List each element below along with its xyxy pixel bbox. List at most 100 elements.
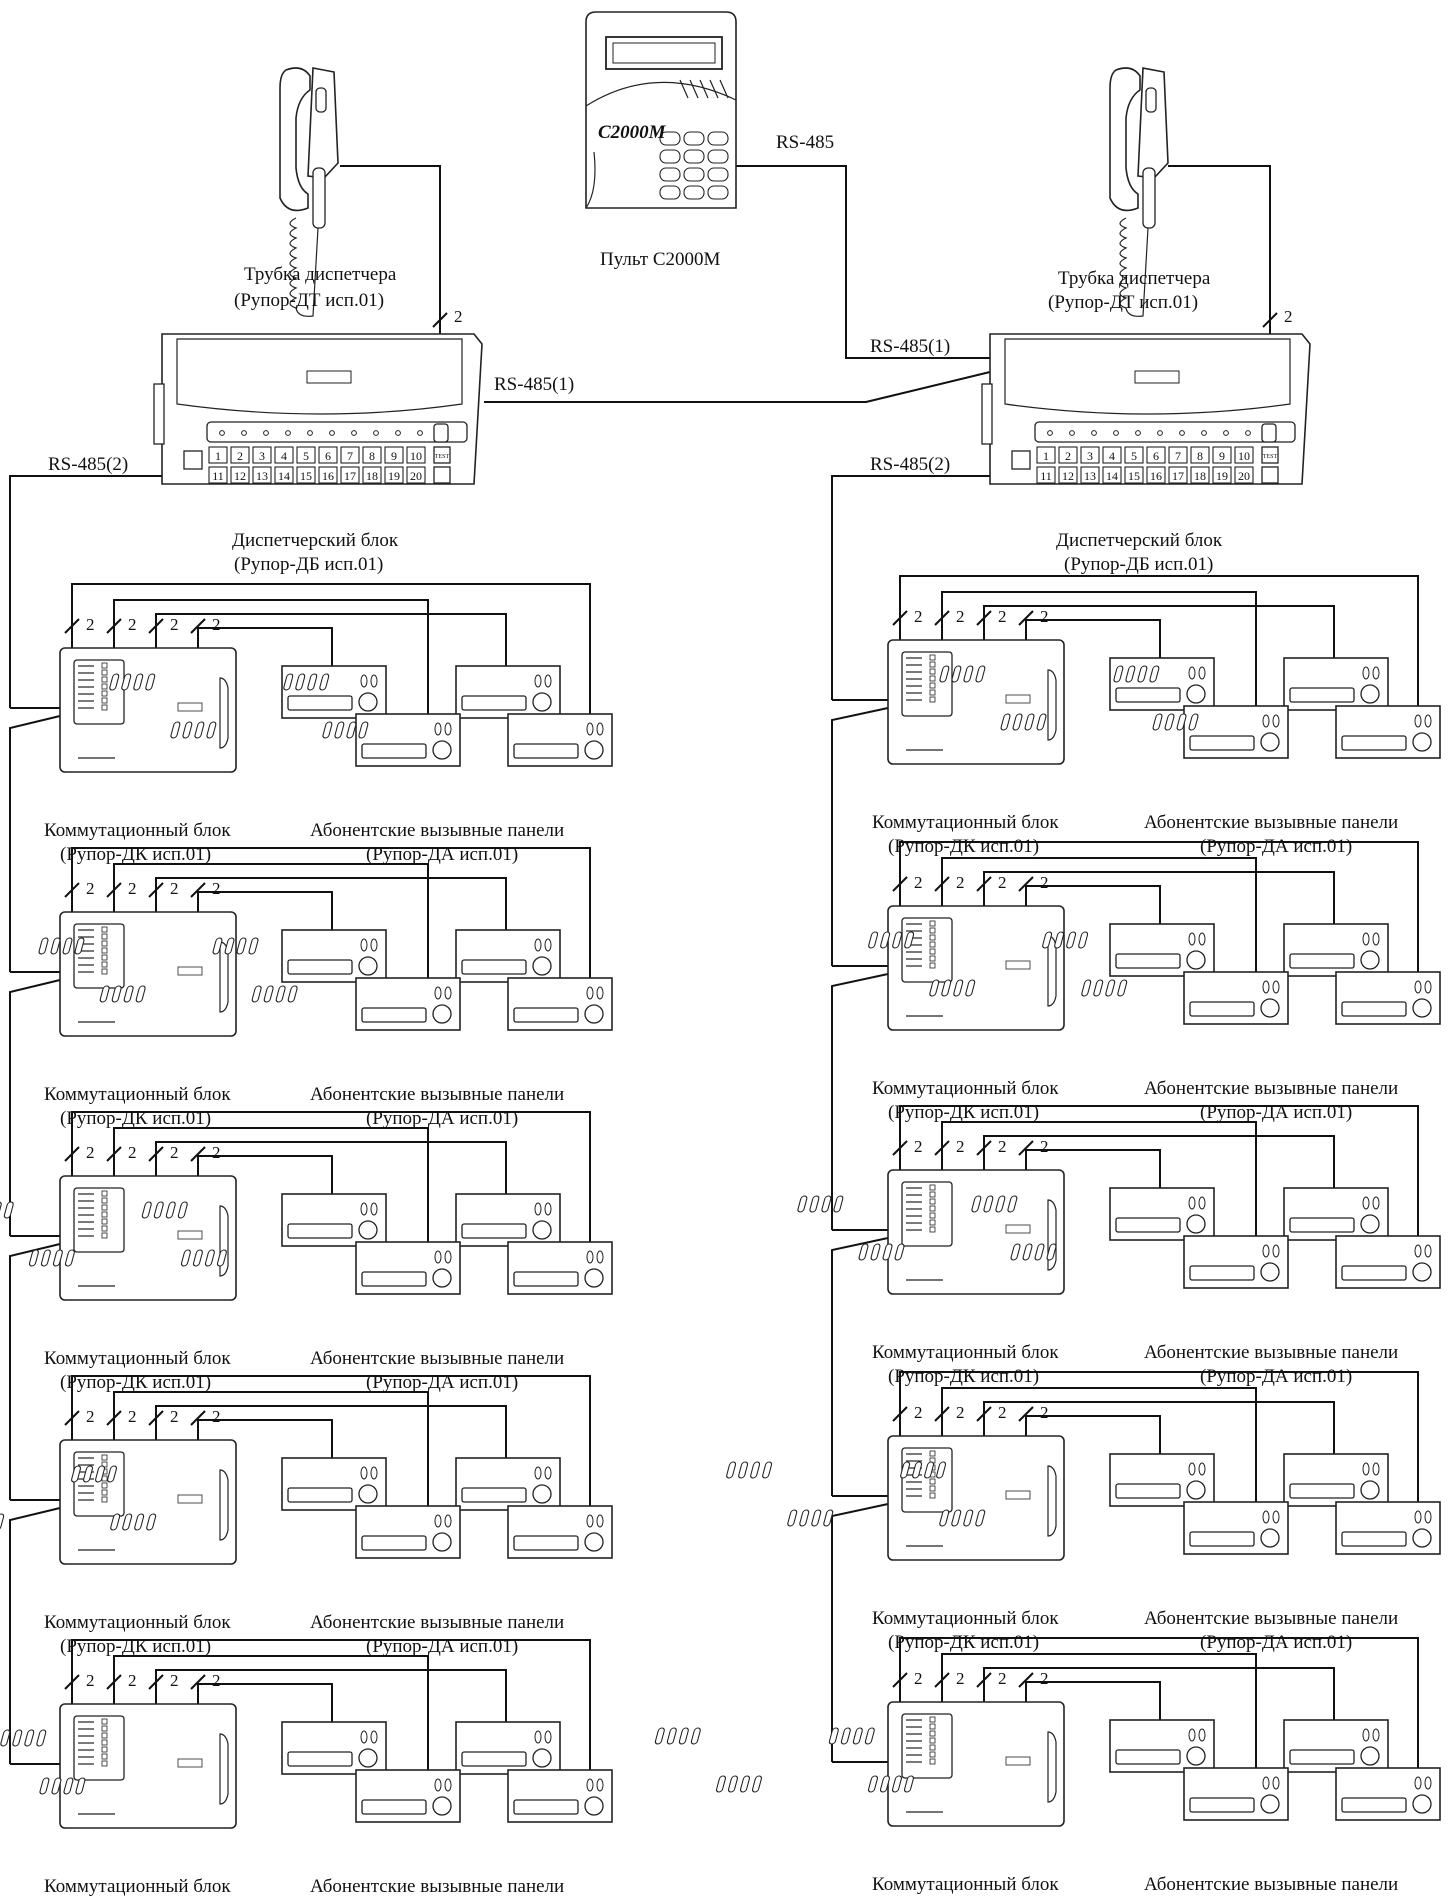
dispatch-led	[1113, 430, 1119, 436]
call-panel-display	[287, 1751, 353, 1767]
call-panel-key	[1081, 979, 1092, 997]
dispatch-button-label: 1	[1043, 449, 1049, 463]
pair-count-label: 2	[998, 873, 1007, 892]
call-panel-key	[1125, 665, 1136, 683]
call-panel-key	[122, 1513, 133, 1531]
call-panel-button	[1360, 1746, 1380, 1766]
panel-wire	[155, 613, 507, 666]
call-panel-key	[135, 985, 146, 1003]
call-panel-key	[880, 931, 891, 949]
pair-count-label: 2	[86, 879, 95, 898]
switch-led	[929, 654, 936, 661]
dispatch-button	[1234, 446, 1254, 464]
switch-logo	[177, 1758, 203, 1768]
dispatch-play-key	[433, 466, 451, 484]
call-panel-display	[461, 1751, 527, 1767]
pair-count-label: 2	[914, 607, 923, 626]
call-panel-button	[1360, 1214, 1380, 1234]
call-panel	[180, 1241, 613, 1295]
switch-led	[101, 1746, 108, 1753]
dispatch-button-label: 15	[300, 469, 312, 483]
switch-led	[929, 1485, 936, 1492]
call-panel	[654, 1719, 1215, 1773]
call-panel-button	[1360, 950, 1380, 970]
call-panel-display	[1341, 1797, 1407, 1813]
dispatch-button-label: 7	[347, 449, 353, 463]
call-panel-key	[654, 1727, 665, 1745]
call-panel-button	[584, 1796, 604, 1816]
switch-led	[101, 1725, 108, 1732]
call-panel-display	[513, 743, 579, 759]
call-panel-display	[1189, 1797, 1255, 1813]
call-panel-display	[361, 1535, 427, 1551]
dispatch-led	[307, 430, 313, 436]
call-panel-key	[823, 1509, 834, 1527]
call-panel-button	[1360, 684, 1380, 704]
handset-label-line1: Трубка диспетчера	[244, 264, 397, 285]
switch-led	[101, 697, 108, 704]
switch-led	[929, 1191, 936, 1198]
dispatch-button-label: 2	[237, 449, 243, 463]
pair-count-tick	[934, 876, 950, 892]
call-panel-key	[1036, 713, 1047, 731]
handset-hook	[315, 87, 327, 113]
dispatch-led	[1223, 430, 1229, 436]
call-panel-speaker	[1424, 980, 1432, 994]
switch-led	[101, 968, 108, 975]
dispatch-led	[219, 430, 225, 436]
dispatch-button	[1190, 446, 1210, 464]
call-panel-speaker	[444, 722, 452, 736]
switch-led	[101, 1718, 108, 1725]
switch-led	[101, 1197, 108, 1204]
dispatch-button-label: 19	[1216, 469, 1228, 483]
call-panel-key	[204, 1249, 215, 1267]
switch-label-line1: Коммутационный блок	[44, 820, 231, 841]
dispatch-indicator-strip	[1034, 421, 1296, 443]
call-panel-button	[432, 1796, 452, 1816]
pair-count-label: 2	[1040, 607, 1049, 626]
call-panel-speaker	[370, 938, 378, 952]
panel-wire	[71, 1375, 591, 1506]
call-panel-button	[1186, 684, 1206, 704]
rs485-1-link	[484, 371, 991, 403]
dispatch-button-label: 6	[1153, 449, 1159, 463]
rs485-1-label-right: RS-485(1)	[870, 336, 950, 357]
switch-led-panel	[901, 1447, 953, 1513]
call-panel-key	[975, 1509, 986, 1527]
call-panel-key	[1007, 1195, 1018, 1213]
call-panel-key	[833, 1195, 844, 1213]
call-panel-mic	[1262, 1244, 1270, 1258]
rs485-console-link	[734, 165, 990, 359]
dispatch-indicator-strip	[206, 421, 468, 443]
switch-led	[101, 947, 108, 954]
dispatch-button-label: 17	[1172, 469, 1184, 483]
call-panel-button	[1186, 1214, 1206, 1234]
panels-label-line2: (Рупор-ДА исп.01)	[1200, 1632, 1352, 1653]
pair-count-label: 2	[1040, 873, 1049, 892]
call-panel-key	[965, 979, 976, 997]
rs485-2-label: RS-485(2)	[870, 454, 950, 475]
dispatch-button-label: 9	[1219, 449, 1225, 463]
pair-count-tick	[892, 1140, 908, 1156]
call-panel-button	[1186, 1746, 1206, 1766]
call-panel-key	[346, 721, 357, 739]
call-panel-display	[1115, 1217, 1181, 1233]
dispatch-button-label: 15	[1128, 469, 1140, 483]
call-panel-key	[858, 1243, 869, 1261]
handset-base	[307, 67, 339, 179]
pair-count-tick	[976, 876, 992, 892]
switch-led	[101, 1496, 108, 1503]
pair-count-tick	[148, 1674, 164, 1690]
dispatch-logo	[306, 370, 352, 384]
dispatch-button	[1058, 466, 1078, 484]
pair-count-tick	[1018, 1140, 1034, 1156]
call-panel-key	[51, 1777, 62, 1795]
call-panel-mic	[1414, 980, 1422, 994]
console-model-text: C2000M	[598, 122, 667, 143]
switch-logo	[177, 966, 203, 976]
handset-cord-end	[1125, 227, 1149, 317]
pair-count-tick	[148, 1410, 164, 1426]
call-panel	[787, 1501, 1289, 1555]
call-panel-mic	[434, 1514, 442, 1528]
